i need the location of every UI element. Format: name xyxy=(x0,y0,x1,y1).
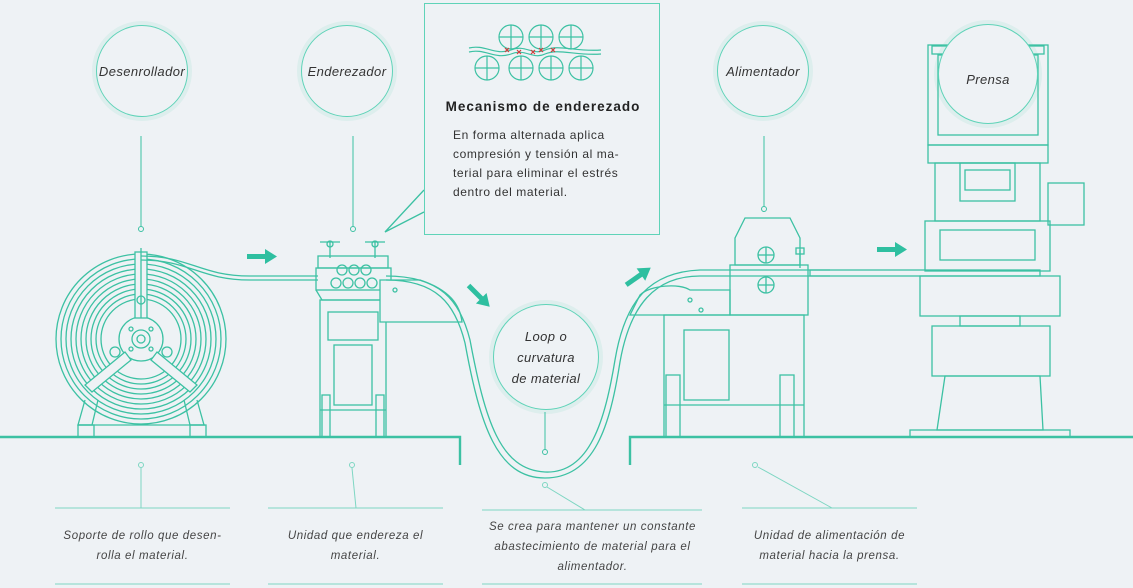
roller-diagram-icon xyxy=(468,24,602,81)
label-straightener: Enderezador xyxy=(301,25,393,117)
label-unwinder-text: Desenrollador xyxy=(98,63,186,79)
callout-body: En forma alternada aplica compresión y t… xyxy=(453,128,620,199)
arrow-right-icon-1 xyxy=(247,249,277,264)
arrow-down-right-icon xyxy=(466,283,490,307)
desc-unwinder: Soporte de rollo que desen- rolla el mat… xyxy=(63,530,222,562)
label-straightener-text: Enderezador xyxy=(307,63,387,79)
straightener-machine xyxy=(315,240,463,438)
label-feeder-text: Alimentador xyxy=(726,63,800,79)
desc-straightener: Unidad que endereza el material. xyxy=(287,530,424,562)
floor-right xyxy=(628,435,1133,465)
label-press-text: Prensa xyxy=(966,72,1010,87)
desc-feeder: Unidad de alimentación de material hacia… xyxy=(753,530,906,562)
material-loop xyxy=(385,269,830,473)
floor-left xyxy=(0,435,462,465)
callout-title: Mecanismo de enderezado xyxy=(445,99,641,114)
label-loop: Loop o curvatura de material xyxy=(493,304,599,410)
label-unwinder: Desenrollador xyxy=(96,25,188,117)
label-feeder: Alimentador xyxy=(717,25,809,117)
straightening-mechanism-callout: Mecanismo de enderezado En forma alterna… xyxy=(424,3,660,235)
arrow-right-icon-2 xyxy=(877,242,907,257)
label-press: Prensa xyxy=(938,24,1038,124)
arrow-up-right-icon xyxy=(624,267,651,287)
desc-loop: Se crea para mantener un constante abast… xyxy=(488,521,697,573)
label-loop-text: Loop o curvatura de material xyxy=(511,328,581,386)
feeder-machine xyxy=(628,217,1041,438)
coil-unwinder-machine xyxy=(55,248,318,438)
callout-pointer xyxy=(384,189,425,233)
